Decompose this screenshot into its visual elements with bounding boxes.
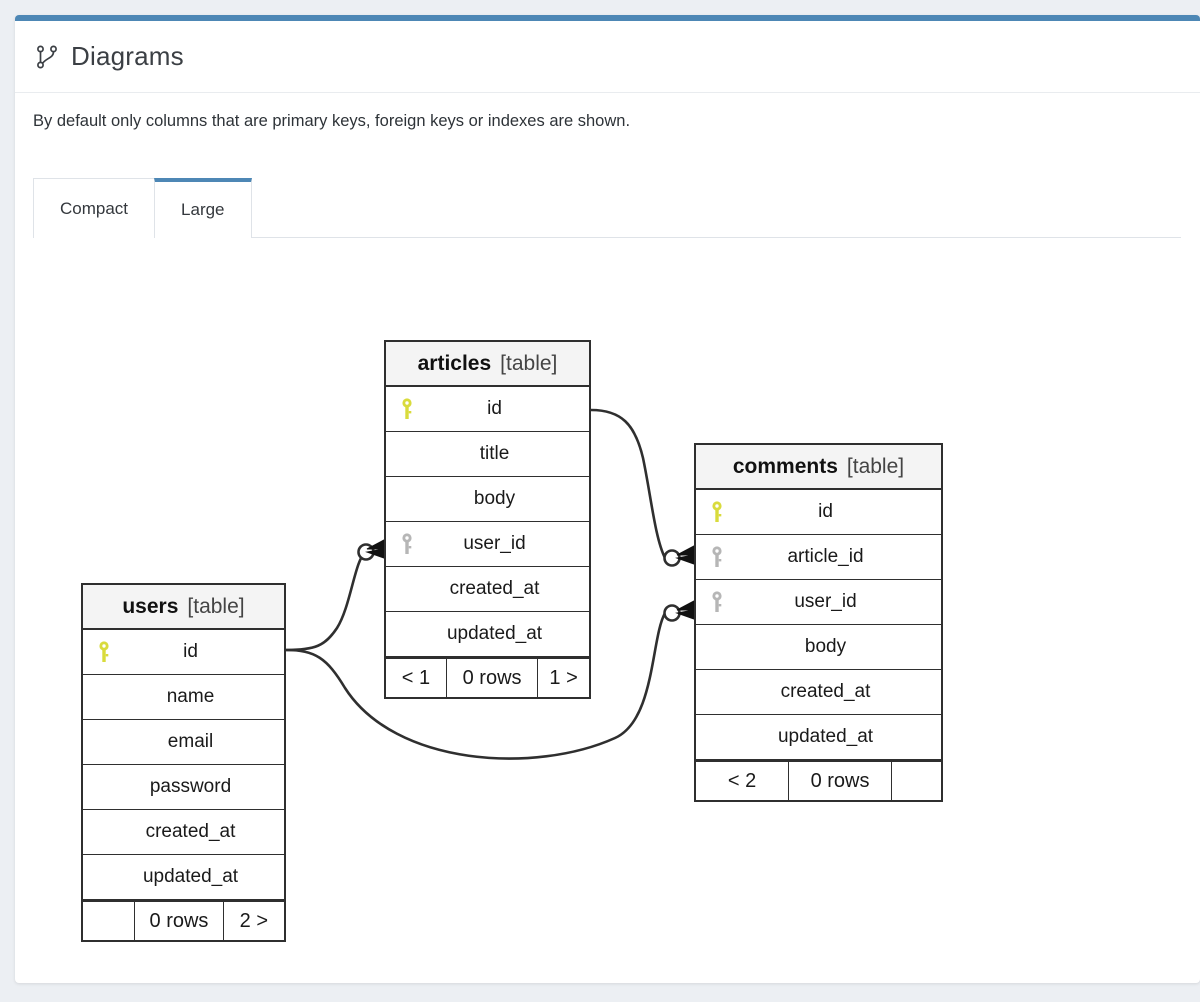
relationship-users-articles [285, 550, 367, 652]
er-column-users-password: password [83, 765, 284, 810]
er-column-comments-user-id-label: user_id [794, 591, 857, 612]
er-users-footer-rows: 0 rows [135, 902, 224, 940]
foreign-key-icon [712, 546, 722, 567]
foreign-key-icon [402, 533, 412, 554]
er-table-comments-tag: [table] [846, 454, 905, 478]
er-articles-footer-right[interactable]: 1 > [549, 666, 578, 689]
er-articles-footer-rows: 0 rows [447, 659, 539, 697]
er-column-articles-title: title [386, 432, 589, 477]
er-table-comments-name: comments [732, 454, 838, 478]
diagrams-card: Diagrams By default only columns that ar… [15, 15, 1200, 983]
relationship-users-comments [285, 612, 667, 760]
er-table-comments-title: comments [table] [696, 445, 941, 490]
er-column-users-created-at-label: created_at [145, 821, 236, 842]
er-column-articles-created-at: created_at [386, 567, 589, 612]
er-column-articles-created-at-label: created_at [449, 578, 540, 599]
tab-large-label: Large [181, 200, 225, 219]
er-column-comments-updated-at-label: updated_at [777, 726, 874, 747]
er-table-users-title: users [table] [83, 585, 284, 630]
er-column-users-email-label: email [167, 731, 214, 752]
er-column-users-id: id [83, 630, 284, 675]
er-column-users-name-label: name [166, 686, 215, 707]
er-column-comments-body: body [696, 625, 941, 670]
er-column-articles-body-label: body [473, 488, 516, 509]
er-column-comments-user-id: user_id [696, 580, 941, 625]
er-users-footer-left[interactable] [83, 902, 136, 940]
er-table-users-name: users [122, 594, 179, 618]
er-table-articles-name: articles [417, 351, 492, 375]
er-column-articles-body: body [386, 477, 589, 522]
tab-large[interactable]: Large [154, 178, 252, 238]
er-comments-footer-left[interactable]: < 2 [696, 762, 790, 800]
er-table-articles-title: articles [table] [386, 342, 589, 387]
er-column-users-updated-at: updated_at [83, 855, 284, 900]
er-column-comments-id-label: id [818, 501, 833, 522]
er-diagram-canvas: users [table] id name email pa [15, 238, 1163, 968]
er-column-comments-updated-at: updated_at [696, 715, 941, 760]
er-users-footer-right[interactable]: 2 > [239, 909, 269, 932]
er-table-users[interactable]: users [table] id name email pa [81, 583, 286, 942]
er-column-comments-created-at: created_at [696, 670, 941, 715]
er-column-articles-updated-at-label: updated_at [446, 623, 543, 644]
er-column-users-id-label: id [183, 641, 198, 662]
er-column-articles-id: id [386, 387, 589, 432]
er-column-articles-title-label: title [479, 443, 510, 464]
er-articles-footer-left[interactable]: < 1 [386, 659, 447, 697]
er-table-articles-footer: < 1 0 rows 1 > [386, 657, 589, 697]
er-table-comments[interactable]: comments [table] id article_id [694, 443, 943, 802]
diagram-note: By default only columns that are primary… [33, 112, 631, 130]
er-column-users-updated-at-label: updated_at [142, 866, 239, 887]
er-column-articles-updated-at: updated_at [386, 612, 589, 657]
relationship-articles-comments [590, 408, 667, 559]
er-column-comments-article-id-label: article_id [787, 546, 864, 567]
primary-key-icon [712, 501, 722, 522]
er-column-users-name: name [83, 675, 284, 720]
foreign-key-icon [712, 591, 722, 612]
er-table-users-tag: [table] [187, 594, 245, 618]
er-column-users-created-at: created_at [83, 810, 284, 855]
er-column-articles-id-label: id [487, 398, 502, 419]
diagram-tabs: Compact Large [33, 177, 1181, 238]
er-column-articles-user-id: user_id [386, 522, 589, 567]
er-column-comments-article-id: article_id [696, 535, 941, 580]
er-column-users-email: email [83, 720, 284, 765]
er-table-articles-tag: [table] [500, 351, 558, 375]
page-title: Diagrams [71, 41, 184, 71]
er-table-comments-footer: < 2 0 rows [696, 760, 941, 800]
er-comments-footer-rows: 0 rows [789, 762, 892, 800]
er-column-comments-created-at-label: created_at [780, 681, 871, 702]
er-comments-footer-right [892, 762, 941, 800]
primary-key-icon [402, 398, 412, 419]
primary-key-icon [99, 641, 109, 662]
er-column-comments-body-label: body [804, 636, 847, 657]
er-relationship-lines [285, 408, 695, 760]
tab-compact[interactable]: Compact [33, 178, 155, 238]
er-column-users-password-label: password [149, 776, 232, 797]
tab-compact-label: Compact [60, 198, 129, 218]
er-column-comments-id: id [696, 490, 941, 535]
diagram-branch-icon [37, 45, 57, 68]
er-table-articles[interactable]: articles [table] id title body [384, 340, 591, 699]
card-header: Diagrams [15, 21, 1200, 93]
er-table-users-footer: 0 rows 2 > [83, 900, 284, 940]
er-column-articles-user-id-label: user_id [463, 533, 526, 554]
